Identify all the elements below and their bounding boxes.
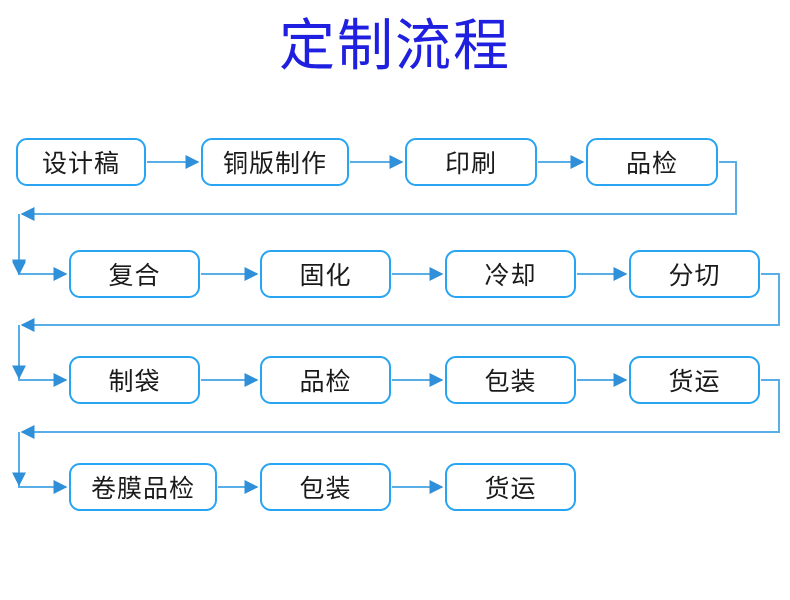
flow-node-shipping-2[interactable]: 货运	[445, 463, 576, 511]
flow-node-bag-making[interactable]: 制袋	[69, 356, 200, 404]
connector-n4-n5-drop	[18, 214, 68, 281]
page-title: 定制流程	[279, 14, 511, 79]
flow-node-plate-making[interactable]: 铜版制作	[201, 138, 349, 186]
flow-node-label: 设计稿	[41, 149, 120, 178]
flow-node-curing[interactable]: 固化	[260, 250, 391, 298]
flow-node-slitting[interactable]: 分切	[629, 250, 760, 298]
flow-node-label: 铜版制作	[222, 149, 327, 178]
flow-node-label: 印刷	[444, 149, 497, 178]
flow-node-packaging-1[interactable]: 包装	[445, 356, 576, 404]
flow-node-label: 品检	[625, 149, 678, 178]
flow-node-label: 货运	[668, 367, 721, 396]
flow-node-label: 品检	[299, 367, 352, 396]
connector-n12-n13-drop	[18, 432, 68, 494]
flow-node-cooling[interactable]: 冷却	[445, 250, 576, 298]
flow-node-roll-film-inspection[interactable]: 卷膜品检	[69, 463, 217, 511]
flow-node-lamination[interactable]: 复合	[69, 250, 200, 298]
flow-node-shipping-1[interactable]: 货运	[629, 356, 760, 404]
flow-node-packaging-2[interactable]: 包装	[260, 463, 391, 511]
flow-node-label: 固化	[299, 261, 352, 290]
flow-node-quality-check-2[interactable]: 品检	[260, 356, 391, 404]
connector-n8-n9-drop	[18, 325, 68, 387]
flow-node-label: 卷膜品检	[90, 474, 195, 503]
flow-node-printing[interactable]: 印刷	[405, 138, 537, 186]
flow-node-label: 分切	[668, 261, 721, 290]
flow-node-label: 制袋	[108, 367, 161, 396]
flow-node-label: 复合	[108, 261, 161, 290]
flow-node-label: 货运	[484, 474, 537, 503]
flow-node-label: 包装	[299, 474, 352, 503]
flow-node-design-draft[interactable]: 设计稿	[16, 138, 146, 186]
flow-node-label: 包装	[484, 367, 537, 396]
flow-node-label: 冷却	[484, 261, 537, 290]
flow-node-quality-check-1[interactable]: 品检	[586, 138, 718, 186]
